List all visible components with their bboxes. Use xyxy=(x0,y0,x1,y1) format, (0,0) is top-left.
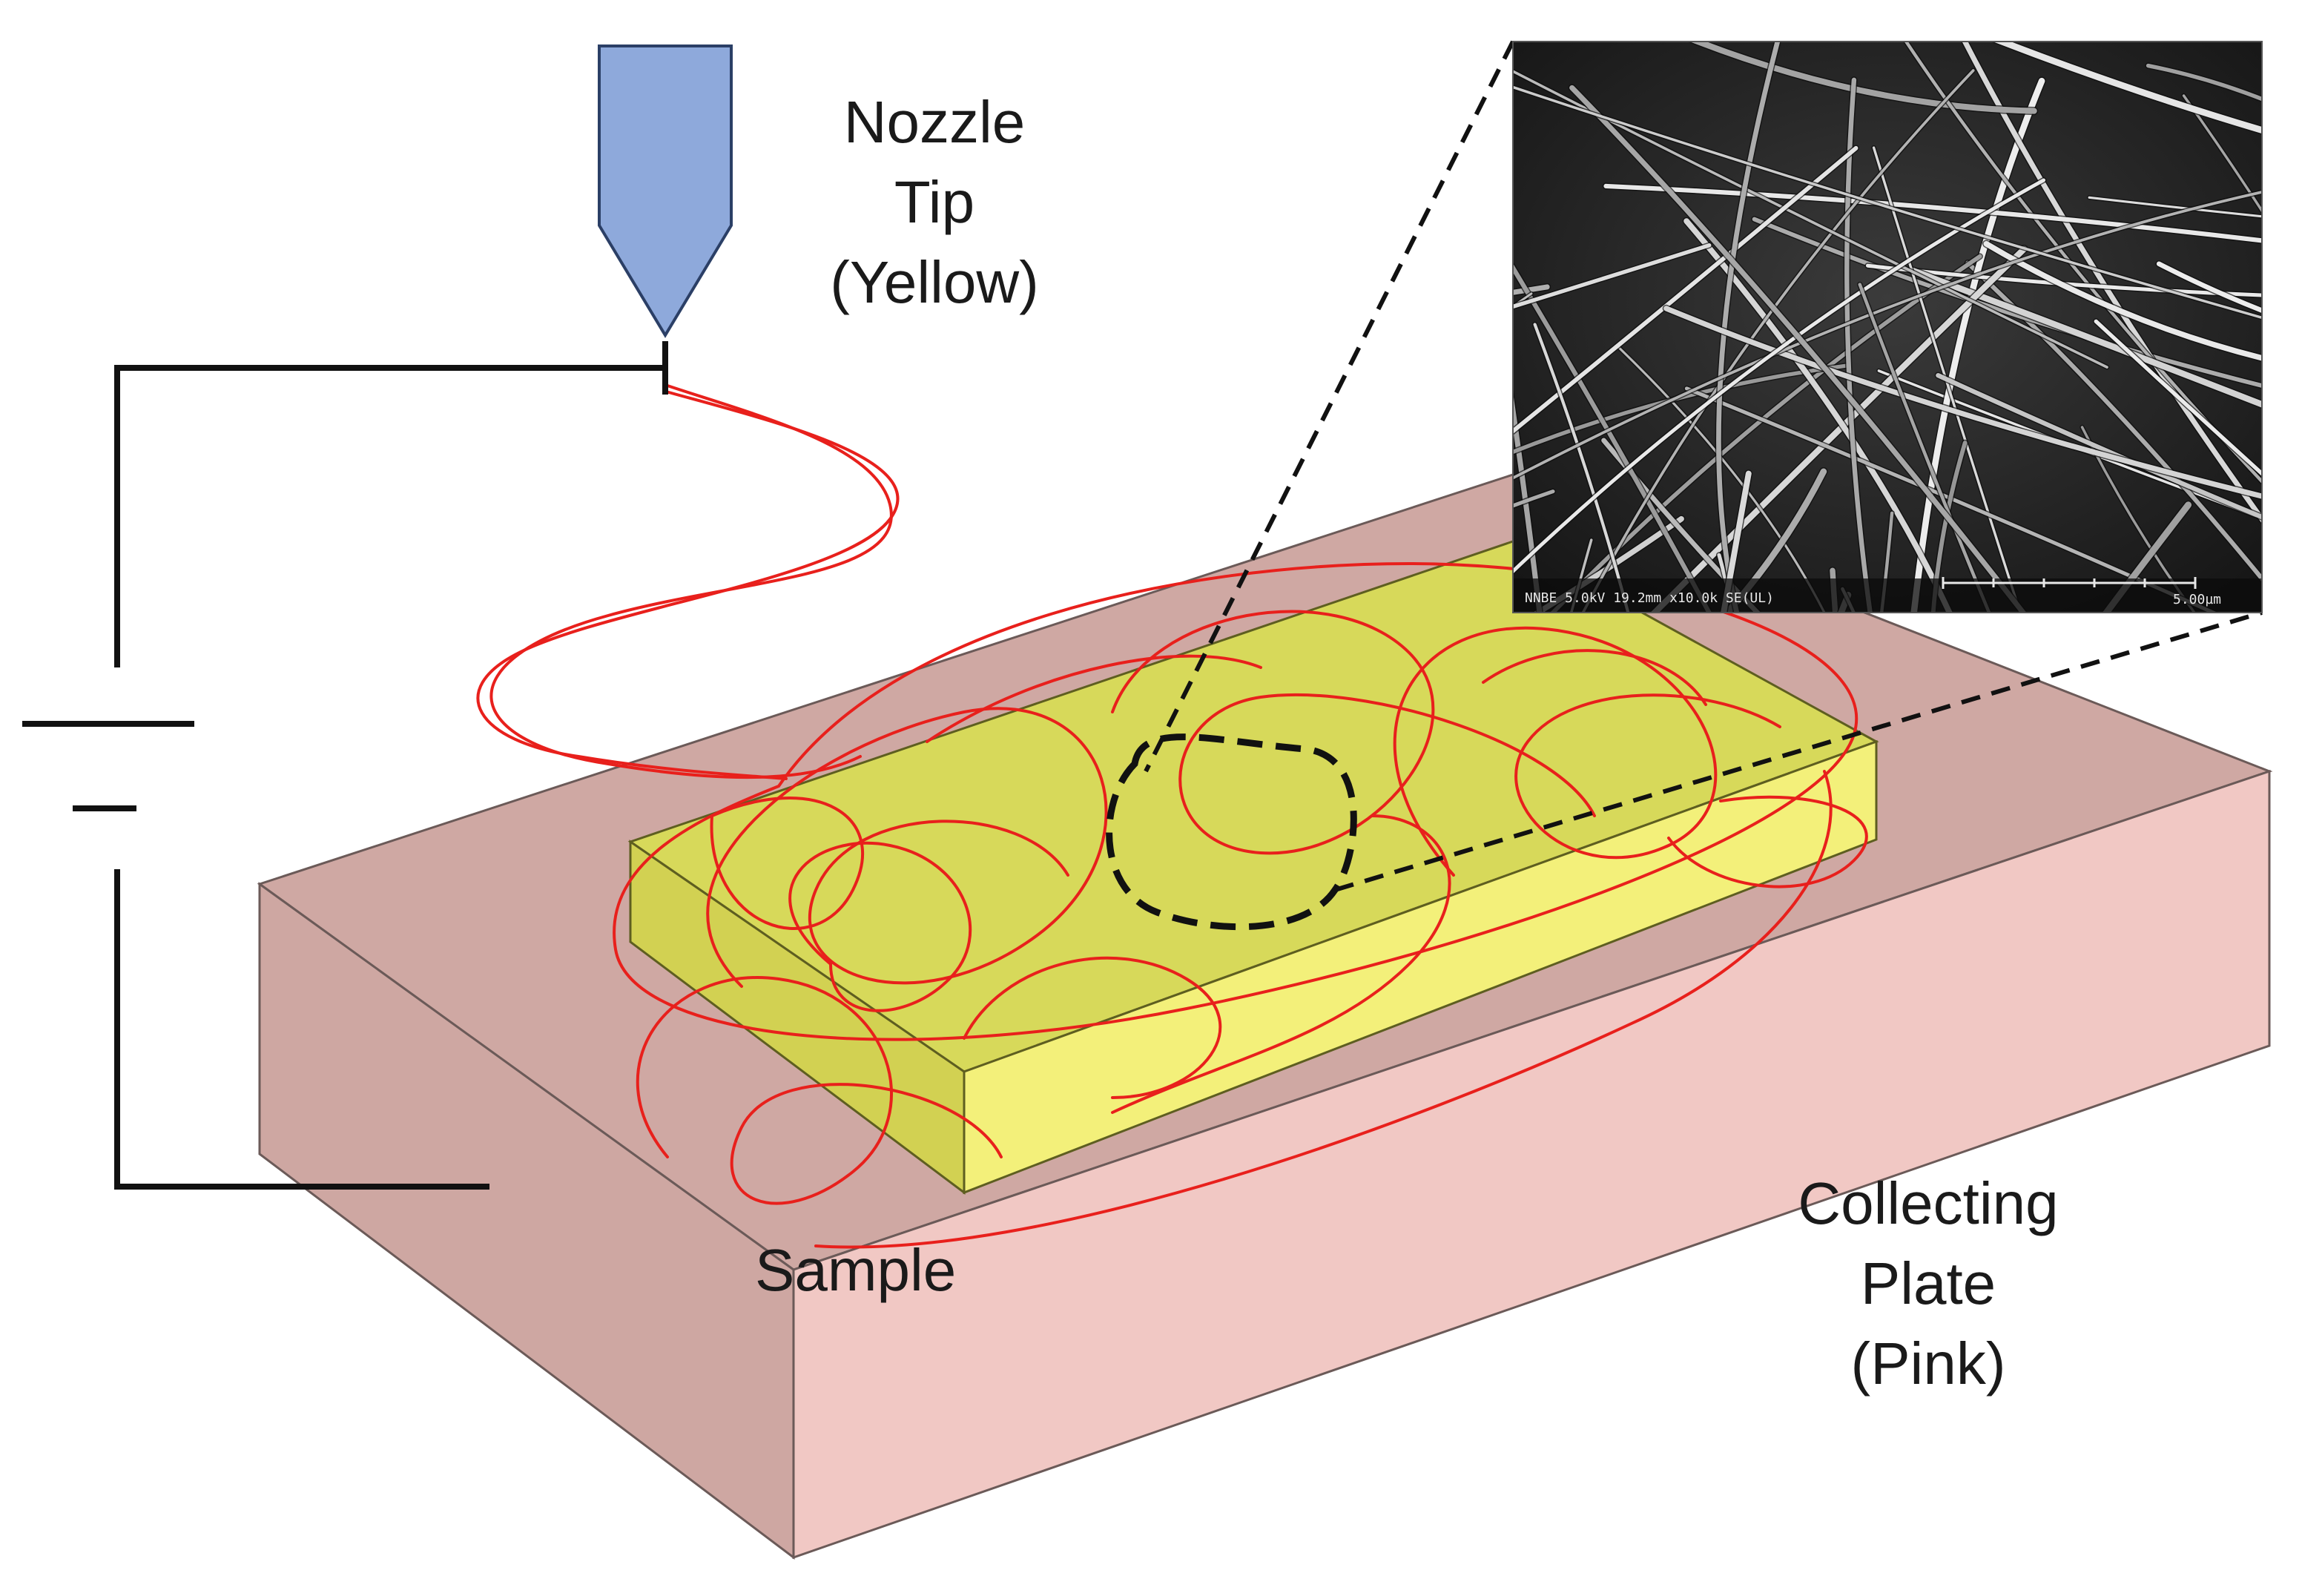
sem-fiber xyxy=(1936,373,2262,520)
sem-fiber-shadow xyxy=(1513,283,1551,297)
plate-label-line-1: Collecting xyxy=(1798,1170,2058,1236)
sem-info-bar xyxy=(1513,578,2262,613)
sem-fiber xyxy=(1513,85,2262,320)
sem-fiber xyxy=(2146,63,2262,102)
zoom-leader-top xyxy=(1144,40,1515,773)
sem-info-text: NNBE 5.0kV 19.2mm x10.0k SE(UL) xyxy=(1525,590,1774,606)
sem-fiber xyxy=(1844,77,1873,613)
sem-fiber xyxy=(1513,70,2108,369)
sem-fiber xyxy=(1601,438,1761,613)
sem-fiber xyxy=(2291,0,2302,517)
bottom-wire xyxy=(114,869,489,1190)
sem-fiber xyxy=(2182,94,2262,214)
sem-fiber-shadow xyxy=(614,0,1589,499)
nozzle-label-line-3: (Yellow) xyxy=(830,249,1039,315)
sem-fiber xyxy=(1965,260,2262,582)
sem-fiber xyxy=(1752,217,2262,388)
sem-fiber xyxy=(1865,263,2262,297)
nozzle-label-line-1: Nozzle xyxy=(844,89,1026,155)
sem-micrograph-inset: NNBE 5.0kV 19.2mm x10.0k SE(UL) 5.00µm xyxy=(614,0,2302,613)
zoom-indicator xyxy=(1106,40,2263,931)
sem-fiber xyxy=(1581,69,1975,613)
sem-fiber xyxy=(1513,190,2262,480)
plate-label-line-3: (Pink) xyxy=(1851,1330,2006,1396)
sem-fiber xyxy=(2094,319,2262,477)
sem-fiber xyxy=(1513,363,1850,455)
nozzle-label-line-2: Tip xyxy=(894,169,974,235)
sem-fiber xyxy=(1722,468,1827,613)
sem-fiber xyxy=(1909,267,2262,408)
plate-side-face xyxy=(792,769,2271,1560)
sem-fiber xyxy=(1663,306,2262,499)
sem-scale-bar xyxy=(1942,577,2197,589)
sem-fiber xyxy=(1983,240,2262,361)
sem-fiber xyxy=(1603,183,2262,243)
sem-fiber-shadow xyxy=(2291,0,2302,517)
sem-fiber xyxy=(1877,369,2262,520)
sem-fiber xyxy=(2080,426,2197,613)
sem-fiber xyxy=(1993,42,2262,134)
power-circuit xyxy=(22,341,668,1190)
sem-fiber xyxy=(2088,196,2262,218)
sem-fiber xyxy=(1910,77,2045,613)
top-wire xyxy=(114,365,665,667)
sem-scale-text: 5.00µm xyxy=(2173,592,2221,607)
sem-fiber xyxy=(614,0,1589,499)
fiber-jet xyxy=(476,390,900,780)
sem-fiber xyxy=(1513,263,1712,613)
sem-fiber xyxy=(1872,146,2022,613)
sem-fiber xyxy=(2156,261,2262,314)
sem-fiber xyxy=(1549,254,1982,613)
sem-fiber xyxy=(1513,243,1712,309)
sem-fiber xyxy=(1533,323,1630,613)
zoom-leader-bottom xyxy=(1334,610,2263,892)
sem-fiber xyxy=(1513,145,1859,435)
sem-fiber xyxy=(1513,284,1550,295)
sem-fiber xyxy=(1569,85,2027,613)
sem-fiber xyxy=(1904,42,2262,484)
sem-fiber xyxy=(1689,42,2037,114)
nozzle-icon xyxy=(598,44,733,338)
sample-label: Sample xyxy=(755,1237,956,1303)
plate-label-line-2: Plate xyxy=(1861,1250,1996,1316)
